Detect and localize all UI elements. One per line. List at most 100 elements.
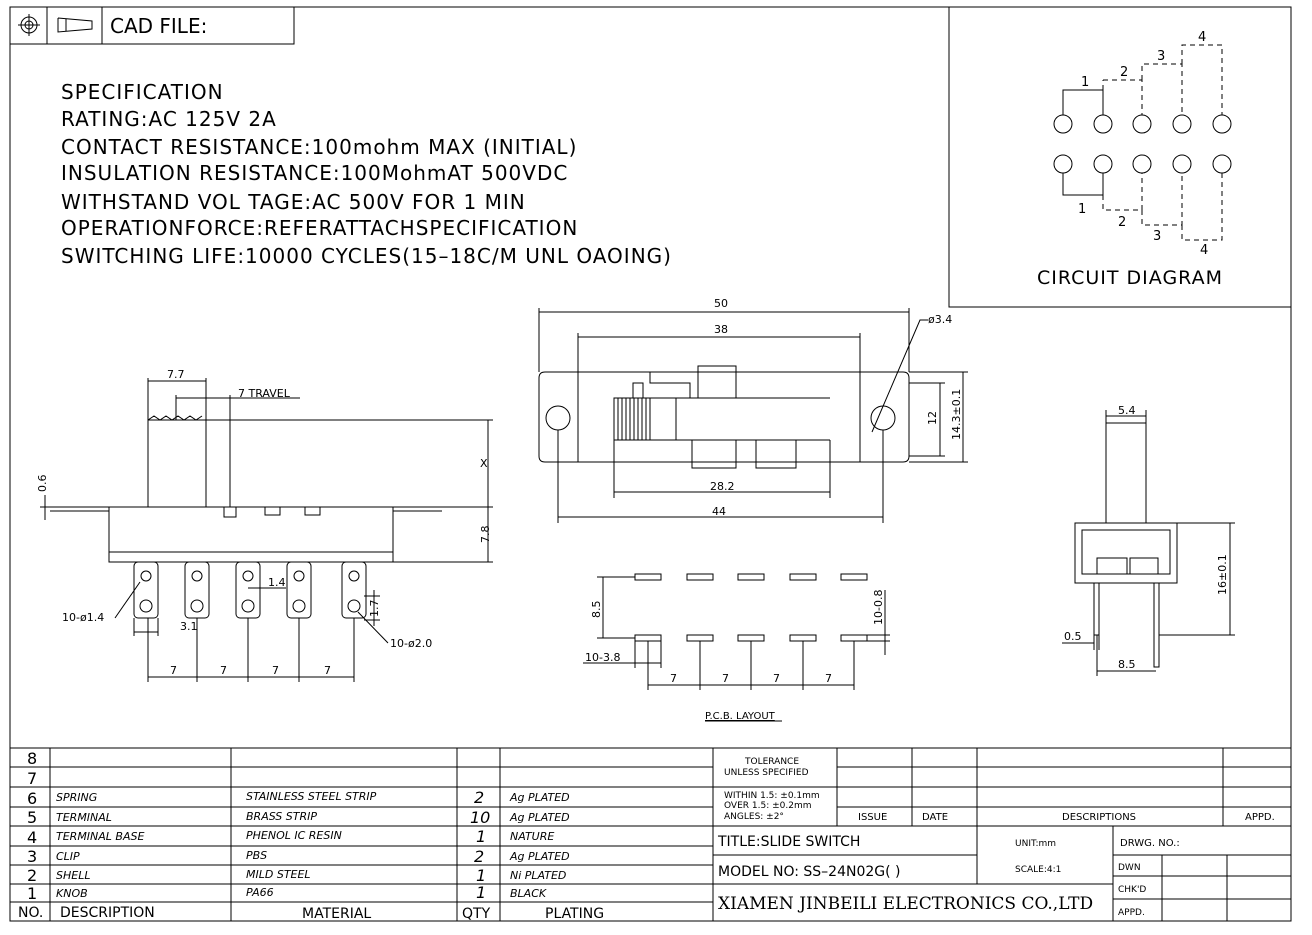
dim-7-7: 7.7 [167, 368, 185, 381]
tolerance-line-4: OVER 1.5: ±0.2mm [724, 801, 811, 811]
chkd-label: CHK'D [1118, 885, 1146, 895]
dim-14-3: 14.3±0.1 [950, 389, 963, 440]
spec-line-withstand: WITHSTAND VOL TAGE:AC 500V FOR 1 MIN [61, 190, 526, 214]
side-terminals [133, 561, 367, 619]
top-view: 50 38 ø3.4 12 14.3±0.1 28.2 44 [538, 297, 968, 523]
spec-line-insulation: INSULATION RESISTANCE:100MohmAT 500VDC [61, 161, 568, 185]
company-name: XIAMEN JINBEILI ELECTRONICS CO.,LTD [718, 894, 1093, 914]
appd-label: APPD. [1118, 908, 1145, 918]
bom-header-no: NO. [18, 905, 43, 921]
spec-line-rating: RATING:AC 125V 2A [61, 107, 277, 131]
dim-pitch-4: 7 [324, 664, 331, 677]
bom-mat-5: BRASS STRIP [246, 810, 317, 823]
header-box: CAD FILE: [9, 6, 295, 45]
spec-line-force: OPERATIONFORCE:REFERATTACHSPECIFICATION [61, 216, 578, 240]
unit-label: UNIT:mm [1015, 839, 1056, 849]
circuit-diagram: 1 2 3 4 1 2 3 4 CIRCUIT DIAGRAM [948, 7, 1291, 308]
scale-label: SCALE:4:1 [1015, 865, 1061, 875]
side-view: 7.7 7 TRAVEL X 0.6 7.8 10-ø1.4 10-ø2.0 1… [36, 368, 493, 682]
knob-ridges-icon [617, 398, 647, 440]
spec-line-life: SWITCHING LIFE:10000 CYCLES(15–18C/M UNL… [61, 244, 672, 268]
tolerance-line-2: UNLESS SPECIFIED [724, 768, 809, 778]
end-dim-16: 16±0.1 [1216, 554, 1229, 595]
dim-hole-3-4: ø3.4 [928, 313, 952, 326]
dim-1-7: 1.7 [368, 600, 381, 618]
dim-0-6: 0.6 [36, 475, 49, 493]
circuit-bottom-label-3: 3 [1153, 229, 1161, 244]
issue-header: ISSUE [858, 812, 887, 823]
bom-desc-1: KNOB [56, 887, 88, 900]
dim-7-8: 7.8 [479, 526, 492, 544]
bom-no-7: 7 [27, 769, 37, 788]
sheet-border [9, 6, 1292, 922]
tolerance-line-1: TOLERANCE [744, 757, 799, 767]
dim-x: X [480, 457, 488, 470]
circuit-top-label-3: 3 [1157, 49, 1165, 64]
bom-mat-3: PBS [246, 849, 267, 862]
pcb-dim-10-0-8: 10-0.8 [872, 590, 885, 625]
dim-44: 44 [712, 505, 726, 518]
end-dim-0-5: 0.5 [1064, 630, 1082, 643]
circuit-bottom-label-4: 4 [1200, 243, 1208, 258]
bom-qty-1: 1 [476, 883, 486, 902]
projection-symbol-icon [18, 14, 93, 36]
dim-travel: 7 TRAVEL [238, 387, 291, 400]
bom-qty-5: 10 [470, 808, 490, 827]
dwn-label: DWN [1118, 863, 1141, 873]
circuit-title: CIRCUIT DIAGRAM [1037, 267, 1223, 289]
circuit-bottom-label-2: 2 [1118, 215, 1126, 230]
bom-header-desc: DESCRIPTION [60, 905, 155, 921]
circuit-top-row: 1 2 3 4 1 2 3 4 [1053, 30, 1232, 258]
pcb-dim-8-5: 8.5 [590, 601, 603, 619]
bom-qty-6: 2 [474, 788, 484, 807]
drwg-no-label: DRWG. NO.: [1120, 838, 1180, 849]
bom-plating-5: Ag PLATED [509, 811, 570, 824]
bom-mat-6: STAINLESS STEEL STRIP [246, 790, 377, 803]
bom-header-material: MATERIAL [302, 906, 371, 922]
model-number: MODEL NO: SS–24N02G( ) [718, 864, 901, 880]
bom-plating-2: Ni PLATED [510, 869, 566, 882]
bom-no-5: 5 [27, 808, 37, 827]
bom-header-plating: PLATING [545, 906, 604, 922]
dim-pitch-2: 7 [220, 664, 227, 677]
drawing-title: TITLE:SLIDE SWITCH [717, 834, 860, 850]
dim-12: 12 [926, 411, 939, 425]
pcb-dim-10-3-8: 10-3.8 [585, 651, 620, 664]
bom-qty-3: 2 [474, 847, 484, 866]
appd-header: APPD. [1245, 812, 1275, 823]
circuit-top-label-1: 1 [1081, 75, 1089, 90]
bom-mat-1: PA66 [246, 886, 274, 899]
circuit-top-label-2: 2 [1120, 65, 1128, 80]
dim-pitch-3: 7 [272, 664, 279, 677]
bom-no-3: 3 [27, 847, 37, 866]
dim-pitch-1: 7 [170, 664, 177, 677]
bom-no-8: 8 [27, 749, 37, 768]
bom-plating-6: Ag PLATED [509, 791, 570, 804]
bom-qty-2: 1 [476, 866, 486, 885]
bom-no-6: 6 [27, 789, 37, 808]
tolerance-line-5: ANGLES: ±2° [724, 812, 784, 822]
bom-desc-3: CLIP [56, 850, 80, 863]
bom-table: 8 7 6 5 4 3 2 1 SPRING TERMINAL TERMINAL… [10, 747, 1291, 922]
circuit-top-label-4: 4 [1198, 30, 1206, 45]
pcb-label: P.C.B. LAYOUT [705, 711, 776, 722]
tolerance-line-3: WITHIN 1.5: ±0.1mm [724, 791, 820, 801]
dim-pin-diameter: 10-ø1.4 [62, 611, 104, 624]
pcb-dim-pitch-4: 7 [825, 672, 832, 685]
descriptions-header: DESCRIPTIONS [1062, 812, 1136, 823]
end-dim-8-5: 8.5 [1118, 658, 1136, 671]
bom-plating-4: NATURE [510, 830, 554, 843]
specification: SPECIFICATION RATING:AC 125V 2A CONTACT … [61, 80, 672, 268]
bom-header-qty: QTY [462, 906, 491, 922]
dim-28-2: 28.2 [710, 480, 735, 493]
dim-hole-diameter: 10-ø2.0 [390, 637, 432, 650]
dim-38: 38 [714, 323, 728, 336]
bom-no-4: 4 [27, 828, 37, 847]
pcb-dim-pitch-2: 7 [722, 672, 729, 685]
bom-desc-4: TERMINAL BASE [56, 830, 144, 843]
circuit-bottom-label-1: 1 [1078, 202, 1086, 217]
bom-no-2: 2 [27, 866, 37, 885]
dim-3-1: 3.1 [180, 620, 198, 633]
end-view: 5.4 16±0.1 0.5 8.5 [1062, 404, 1235, 676]
